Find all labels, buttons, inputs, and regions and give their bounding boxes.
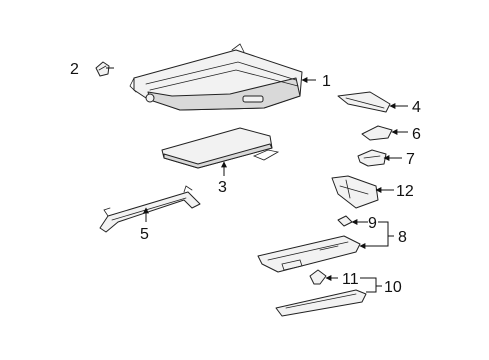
part-5-bracket xyxy=(99,185,201,233)
callout-12: 12 xyxy=(396,183,414,200)
part-1-cargo-cover xyxy=(129,43,303,111)
callout-5: 5 xyxy=(140,226,149,243)
callout-3: 3 xyxy=(218,179,227,196)
leader-lines xyxy=(106,67,408,293)
callout-10: 10 xyxy=(384,279,402,296)
part-9-clip xyxy=(337,215,353,227)
part-12-side-pocket xyxy=(331,175,379,209)
part-4-trim-panel xyxy=(337,91,391,113)
callout-4: 4 xyxy=(412,99,421,116)
callout-numbers: 2 1 4 6 7 3 12 5 9 8 11 10 xyxy=(70,61,421,296)
callout-9: 9 xyxy=(368,215,377,232)
part-6-cap xyxy=(361,125,393,141)
callout-8: 8 xyxy=(398,229,407,246)
part-3-floor-board xyxy=(161,127,280,169)
part-7-clip xyxy=(357,149,387,167)
part-11-clip xyxy=(309,269,327,285)
callout-6: 6 xyxy=(412,126,421,143)
part-8-sill-rail xyxy=(257,235,361,273)
part-10-scuff-plate xyxy=(275,289,367,317)
leader-10-bracket xyxy=(360,277,377,293)
part-2-clip xyxy=(95,61,110,77)
callout-1: 1 xyxy=(322,73,331,90)
callout-11: 11 xyxy=(342,271,359,288)
leader-8-bracket xyxy=(372,221,389,247)
callout-7: 7 xyxy=(406,151,415,168)
callout-2: 2 xyxy=(70,61,79,78)
